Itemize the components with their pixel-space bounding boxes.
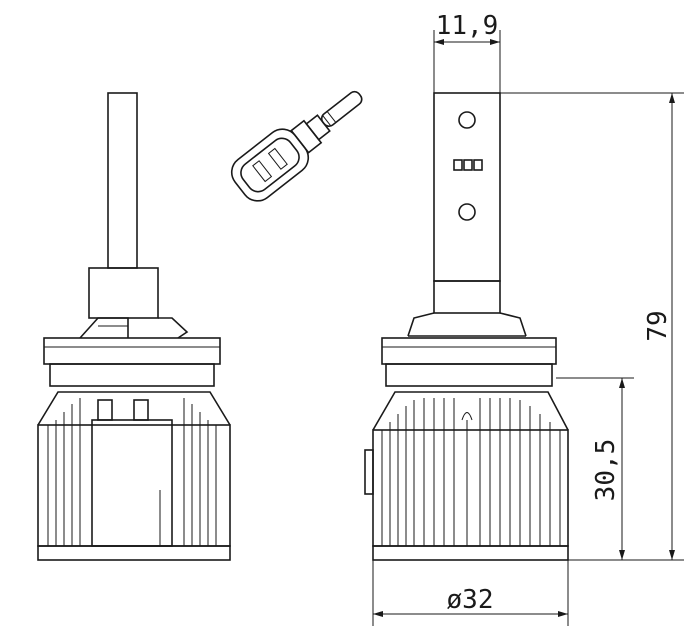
right-sink-body: [372, 429, 569, 547]
right-sink-top: [372, 391, 569, 431]
left-sink-body: [37, 424, 231, 547]
left-base-ring: [49, 363, 215, 387]
right-fins: [381, 398, 561, 546]
right-tab-left: [407, 312, 435, 337]
right-led-board: [433, 92, 501, 282]
right-base-ring: [385, 363, 553, 387]
right-bulb-view: [364, 92, 569, 561]
left-tab-right: [158, 317, 189, 339]
left-fins: [47, 398, 217, 546]
right-bottom-plate: [372, 545, 569, 561]
connector-plug: [230, 90, 363, 202]
left-stem-collar: [88, 267, 159, 319]
dim-base-height-label: 30,5: [591, 439, 621, 502]
left-bulb-view: [37, 92, 231, 561]
left-tab-left: [79, 317, 129, 339]
left-flange: [43, 337, 221, 365]
left-led-stem: [107, 92, 138, 269]
led-chip-top: [458, 111, 476, 129]
led-chip-bottom: [458, 203, 476, 221]
left-bottom-plate: [37, 545, 231, 561]
dim-total-height-label: 79: [643, 310, 673, 341]
dim-width-top-label: 11,9: [436, 11, 499, 41]
left-notch-2: [133, 399, 149, 421]
plug-housing: [230, 128, 310, 202]
left-sink-top: [37, 391, 231, 426]
plug-inner: [240, 137, 300, 193]
right-flange: [381, 337, 557, 365]
right-center-clip: [461, 412, 473, 421]
right-side-tab: [364, 449, 374, 495]
dimensions: [372, 30, 684, 626]
right-tab-right: [499, 312, 527, 337]
left-notch-1: [97, 399, 113, 421]
dim-diameter-label: ø32: [447, 585, 494, 615]
right-stem-collar: [433, 280, 501, 314]
plug-cable: [320, 90, 363, 128]
